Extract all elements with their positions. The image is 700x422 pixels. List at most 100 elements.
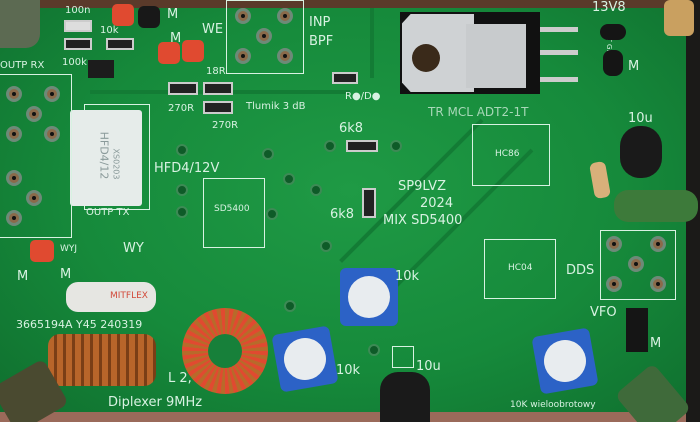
pad — [6, 126, 22, 142]
label-outp-rx: OUTP RX — [0, 60, 45, 71]
lead — [540, 27, 578, 32]
hc04-footprint — [484, 239, 556, 299]
pin-header — [626, 308, 648, 352]
sd5400-footprint — [203, 178, 265, 248]
pad — [277, 8, 293, 24]
label-270r: 270R — [168, 103, 195, 114]
label-sp9lvz: SP9LVZ — [398, 179, 446, 194]
label-10k: 10k — [100, 25, 119, 36]
via — [262, 148, 274, 160]
label-10k: 10k — [336, 363, 361, 378]
via — [284, 300, 296, 312]
via — [390, 140, 402, 152]
smd-resistor — [362, 188, 376, 218]
capacitor-black — [603, 50, 623, 76]
pad — [26, 190, 42, 206]
label-6k8: 6k8 — [330, 207, 355, 222]
trimmer-potentiometer[interactable] — [531, 327, 599, 395]
pad — [628, 256, 644, 272]
label-m: M — [167, 7, 179, 22]
capacitor-red — [182, 40, 204, 62]
reed-switch — [66, 282, 156, 312]
label-bpf: BPF — [309, 34, 334, 49]
label-m: M — [17, 269, 29, 284]
label-6k8: 6k8 — [339, 121, 364, 136]
label-mix: MIX SD5400 — [383, 213, 463, 228]
inp-bpf-footprint — [226, 0, 304, 74]
label-100k: 100k — [62, 57, 87, 68]
label-10u: 10u — [628, 111, 653, 126]
capacitor-footprint — [392, 346, 414, 368]
via — [176, 184, 188, 196]
hc86-footprint — [472, 124, 550, 186]
via — [324, 140, 336, 152]
label-inp: INP — [309, 15, 331, 30]
label-wy: WY — [123, 241, 144, 256]
mounting-hole — [412, 44, 440, 72]
label-we: WE — [202, 22, 224, 37]
label-tlumik: Tlumik 3 dB — [246, 101, 306, 112]
label-year: 2024 — [420, 196, 454, 211]
smd-capacitor — [64, 20, 92, 32]
label-wyj: WYJ — [60, 244, 78, 254]
via — [320, 240, 332, 252]
label-18r: 18R — [206, 66, 226, 77]
lead — [540, 77, 578, 82]
relay-code: XS0203 — [111, 148, 121, 180]
label-270r: 270R — [212, 120, 239, 131]
trace — [370, 8, 374, 78]
label-m: M — [170, 31, 182, 46]
connector-footprint — [0, 74, 72, 238]
label-outp-tx: OUTP TX — [86, 207, 130, 218]
electrolytic-capacitor — [620, 126, 662, 178]
label-10k: 10k — [395, 269, 420, 284]
air-coil-inductor — [48, 334, 156, 386]
smd-resistor — [106, 38, 134, 50]
smd-resistor — [168, 82, 198, 95]
smd-resistor — [203, 101, 233, 114]
smd-resistor — [203, 82, 233, 95]
pad — [256, 28, 272, 44]
pad — [606, 236, 622, 252]
smd-resistor — [64, 38, 92, 50]
ceramic-capacitor-green — [614, 190, 698, 222]
electrolytic-capacitor — [380, 372, 430, 422]
board-edge — [0, 412, 700, 422]
via — [368, 344, 380, 356]
via — [266, 208, 278, 220]
label-diplexer: Diplexer 9MHz — [108, 395, 203, 410]
via — [176, 144, 188, 156]
smd-component — [332, 72, 358, 84]
pad — [6, 170, 22, 186]
label-hfd: HFD4/12V — [154, 161, 220, 176]
label-dds: DDS — [566, 263, 595, 278]
label-l2: L 2, — [168, 371, 192, 386]
trimmer-potentiometer[interactable] — [271, 325, 339, 393]
capacitor-black — [138, 6, 160, 28]
transistor-sot23 — [88, 60, 114, 78]
label-hc86: HC86 — [495, 149, 520, 159]
capacitor-red — [158, 42, 180, 64]
pad — [606, 276, 622, 292]
trimmer-potentiometer[interactable] — [340, 268, 398, 326]
relay — [70, 110, 142, 206]
label-hc04: HC04 — [508, 263, 533, 273]
pad — [650, 236, 666, 252]
pad — [44, 86, 60, 102]
lead — [540, 50, 578, 55]
label-r-d: R●/D● — [345, 91, 381, 102]
label-13v8: 13V8 — [592, 0, 626, 15]
label-100n: 100n — [65, 5, 91, 16]
via — [283, 173, 295, 185]
board-edge — [0, 0, 700, 8]
toroid-hole — [208, 334, 242, 368]
label-m: M — [60, 267, 72, 282]
brass-standoff — [664, 0, 694, 36]
dds-connector-footprint — [600, 230, 676, 300]
pad — [44, 126, 60, 142]
resistor-axial — [588, 160, 612, 200]
relay-marking: HFD4/12 — [97, 131, 111, 180]
label-m: M — [628, 59, 640, 74]
pad — [235, 48, 251, 64]
